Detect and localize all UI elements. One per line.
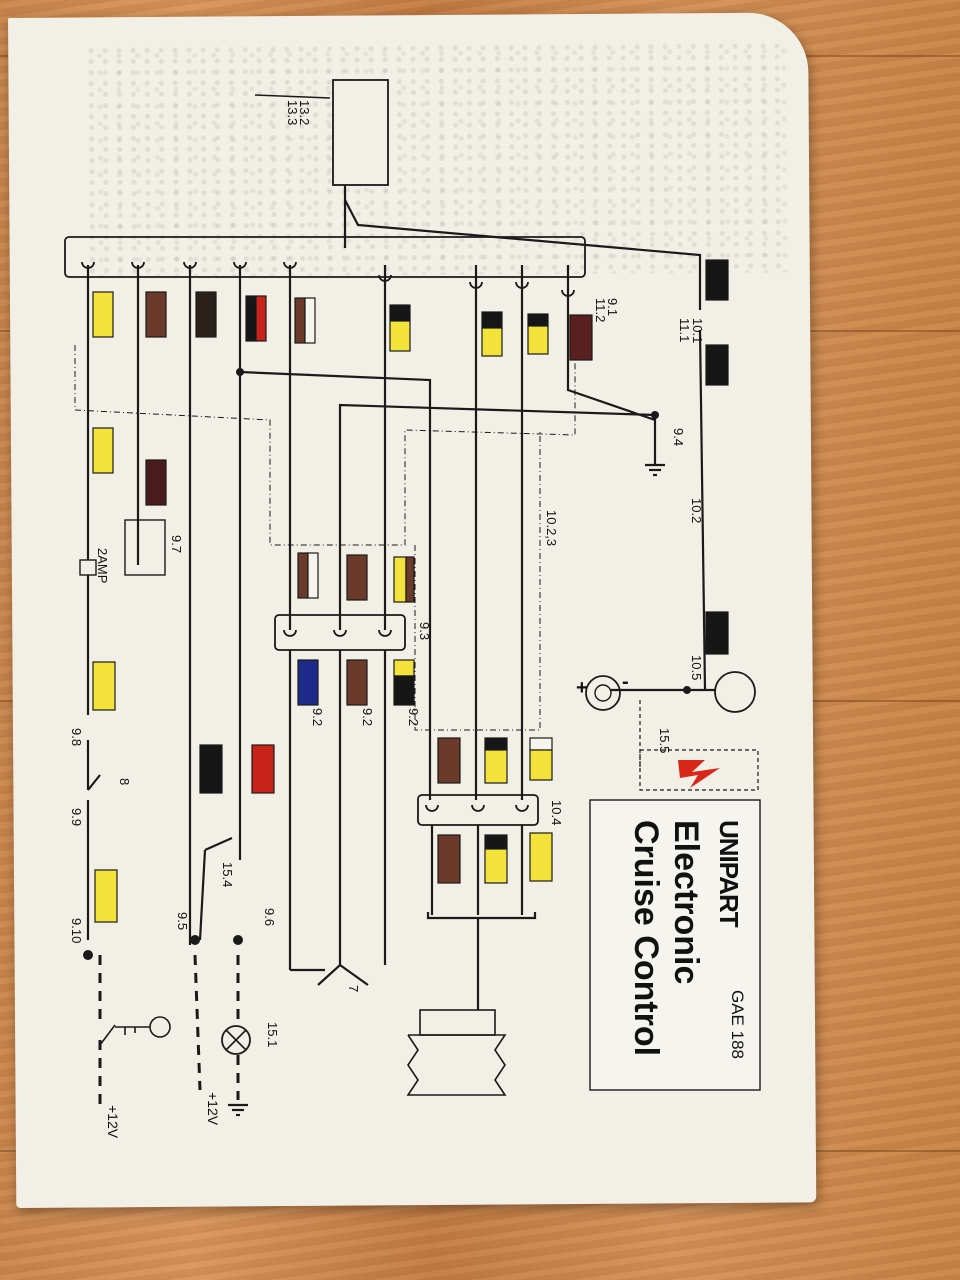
- label-15-1: 15.1: [265, 1022, 280, 1047]
- swatch-dark-brown: [145, 459, 167, 506]
- label-10-2: 10.2: [689, 498, 704, 523]
- dashed-outline: [414, 430, 541, 731]
- warning-lamp: [221, 1025, 251, 1055]
- label-15-5: 15.5: [657, 728, 672, 753]
- label-9-7: 9.7: [169, 535, 184, 553]
- label-11-1: 11.1: [677, 318, 692, 342]
- title-line-2: Cruise Control: [627, 820, 665, 1056]
- label-minus-terminal: -: [622, 671, 629, 693]
- swatch-black-yellow: [389, 320, 411, 352]
- label-10-1: 10.1: [690, 318, 705, 343]
- control-unit-box: [332, 79, 389, 186]
- label-9-10: 9.10: [69, 918, 84, 943]
- wire: [338, 403, 656, 630]
- lightning-warning-icon: [678, 760, 720, 788]
- fuse-2amp: [79, 559, 97, 576]
- swatch-yellow: [92, 291, 114, 338]
- ignition-key-icon: [99, 1016, 171, 1046]
- swatch-black-yellow: [484, 749, 508, 784]
- junction-dots: [83, 368, 691, 960]
- ground-symbol-15-1: [228, 1103, 248, 1117]
- swatch-yellow-brown: [405, 556, 415, 603]
- brand-logo: UNIPART: [714, 820, 744, 928]
- wire: [698, 329, 707, 691]
- label-9-9: 9.9: [69, 808, 84, 826]
- label-2amp: 2AMP: [95, 548, 110, 583]
- label-9-5: 9.5: [175, 912, 190, 930]
- title-line-1: Electronic: [667, 820, 705, 984]
- wire: [344, 199, 702, 310]
- switch-15-4: [204, 836, 233, 852]
- swatch-brown-white: [304, 297, 316, 344]
- label-10-5: 10.5: [689, 655, 704, 680]
- swatch-black-red: [255, 295, 267, 342]
- label-7: 7: [346, 985, 361, 992]
- dashed-outline: [74, 340, 576, 546]
- wire: [317, 963, 369, 986]
- swatch-yellow-black: [393, 675, 415, 706]
- label-9-3: 9.3: [417, 622, 432, 640]
- swatch-dark-red: [569, 314, 593, 361]
- label-13-3: 13.3: [285, 100, 300, 125]
- swatch-brown: [437, 834, 461, 884]
- swatch-brown-white: [307, 552, 319, 599]
- swatch-brown: [346, 554, 368, 601]
- title-panel: [589, 799, 761, 1091]
- swatch-yellow: [92, 661, 116, 711]
- swatch-black: [705, 259, 729, 301]
- switch-8: [87, 774, 101, 791]
- swatch-black-yellow: [481, 327, 503, 357]
- swatch-red: [251, 744, 275, 794]
- round-connector-plug: [714, 671, 756, 713]
- label-9-8: 9.8: [69, 728, 84, 746]
- label-13-2: 13.2: [297, 100, 312, 125]
- label-8: 8: [117, 778, 132, 785]
- swatch-brown: [145, 291, 167, 338]
- swatch-yellow: [94, 869, 118, 923]
- swatch-black-yellow: [484, 848, 508, 884]
- swatch-black: [199, 744, 223, 794]
- wire: [239, 370, 432, 800]
- wire: [198, 849, 207, 941]
- component-9-7: [124, 519, 166, 576]
- swatch-black: [705, 611, 729, 655]
- label-plus-12v-switch: +12V: [205, 1092, 221, 1126]
- label-15-4: 15.4: [220, 862, 235, 887]
- actuator-bellows: [406, 1009, 507, 1096]
- main-connector-block: [64, 236, 586, 278]
- label-10-4: 10.4: [549, 800, 564, 825]
- wire: [566, 265, 656, 422]
- label-11-2: 11.2: [593, 298, 608, 322]
- swatch-blue: [297, 659, 319, 706]
- label-9-2-brown: 9.2: [360, 708, 375, 726]
- label-9-4: 9.4: [671, 428, 686, 446]
- wire-color-swatches: [92, 259, 729, 923]
- swatch-yellow: [92, 427, 114, 474]
- swatch-brown: [437, 737, 461, 784]
- swatch-yellow: [529, 832, 553, 882]
- label-plus-12v-ignition: +12V: [105, 1105, 121, 1139]
- wire: [426, 912, 537, 920]
- product-code: GAE 188: [728, 990, 747, 1059]
- label-9-2-blue: 9.2: [310, 708, 325, 726]
- label-10-2-3: 10.2,3: [544, 510, 559, 546]
- connector-pins: [81, 261, 575, 812]
- brake-switch-box: [639, 749, 759, 791]
- wire-dashed: [193, 954, 202, 1091]
- swatch-brown: [346, 659, 368, 706]
- swatch-black-brown: [195, 291, 217, 338]
- swatch-black-yellow: [527, 325, 549, 355]
- label-9-6: 9.6: [262, 908, 277, 926]
- swatch-black: [705, 344, 729, 386]
- label-9-2-yellow: 9.2: [406, 708, 421, 726]
- sensor-left: [585, 675, 621, 711]
- label-9-1: 9.1: [605, 298, 620, 316]
- ground-symbol-9-4: [645, 463, 665, 477]
- wire: [254, 94, 331, 99]
- swatch-white-yellow: [529, 749, 553, 781]
- label-plus-terminal: +: [576, 677, 588, 699]
